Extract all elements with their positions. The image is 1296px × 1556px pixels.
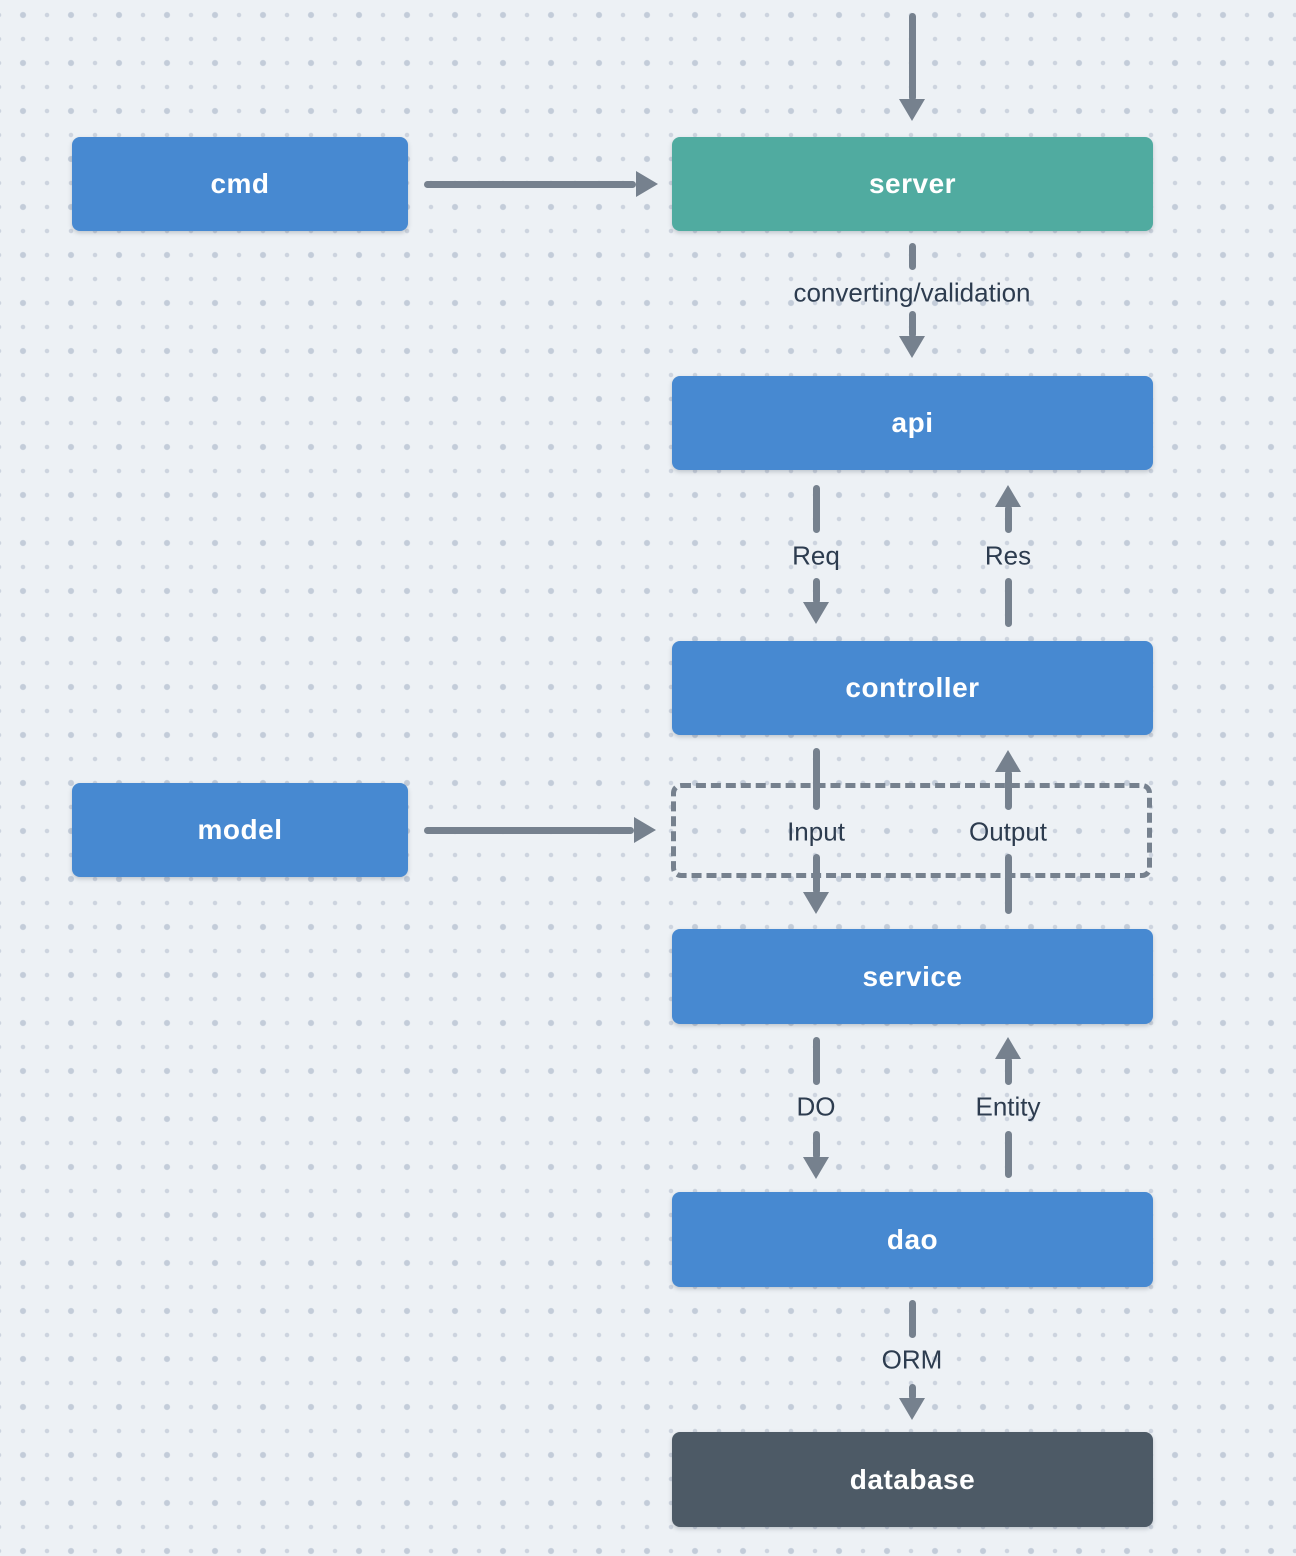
input-arrow-upper-shaft (813, 748, 820, 810)
server-api-arrowhead-down-icon (899, 336, 925, 358)
model-arrow-shaft (424, 827, 634, 834)
node-model: model (72, 783, 408, 877)
edge-label-do: DO (796, 1091, 836, 1122)
node-database: database (672, 1432, 1153, 1527)
node-server: server (672, 137, 1153, 231)
orm-arrowhead-down-icon (899, 1398, 925, 1420)
node-cmd: cmd (72, 137, 408, 231)
entry-arrowhead-down-icon (899, 99, 925, 121)
input-arrow-lower-shaft (813, 854, 820, 894)
server-api-arrow-shaft (909, 311, 916, 338)
output-arrow-lower-shaft (1005, 854, 1012, 914)
cmd-server-arrowhead-right-icon (636, 171, 658, 197)
req-arrow-lower-shaft (813, 578, 820, 604)
node-controller: controller (672, 641, 1153, 735)
model-boundary-dashed-box (671, 783, 1152, 878)
res-arrowhead-up-icon (995, 485, 1021, 507)
res-arrow-upper-shaft (1005, 505, 1012, 533)
orm-arrow-stub (909, 1300, 916, 1338)
entity-arrowhead-up-icon (995, 1037, 1021, 1059)
edge-label-req: Req (792, 540, 840, 571)
edge-label-output: Output (968, 816, 1048, 847)
req-arrowhead-down-icon (803, 602, 829, 624)
edge-label-input: Input (787, 816, 845, 847)
edge-label-entity: Entity (975, 1091, 1041, 1122)
do-arrow-lower-shaft (813, 1131, 820, 1159)
entity-arrow-upper-shaft (1005, 1057, 1012, 1085)
res-arrow-lower-shaft (1005, 578, 1012, 627)
entry-arrow-shaft (909, 13, 916, 101)
node-service: service (672, 929, 1153, 1024)
output-arrowhead-up-icon (995, 750, 1021, 772)
do-arrowhead-down-icon (803, 1157, 829, 1179)
edge-label-converting-validation: converting/validation (793, 277, 1031, 308)
node-dao: dao (672, 1192, 1153, 1287)
output-arrow-upper-shaft (1005, 770, 1012, 810)
req-arrow-upper-shaft (813, 485, 820, 533)
model-arrowhead-right-icon (634, 817, 656, 843)
cmd-server-arrow-shaft (424, 181, 636, 188)
server-api-arrow-stub (909, 243, 916, 270)
entity-arrow-lower-shaft (1005, 1131, 1012, 1178)
node-api: api (672, 376, 1153, 470)
edge-label-res: Res (984, 540, 1032, 571)
input-arrowhead-down-icon (803, 892, 829, 914)
orm-arrow-lower-shaft (909, 1384, 916, 1400)
do-arrow-upper-shaft (813, 1037, 820, 1085)
edge-label-orm: ORM (881, 1344, 943, 1375)
